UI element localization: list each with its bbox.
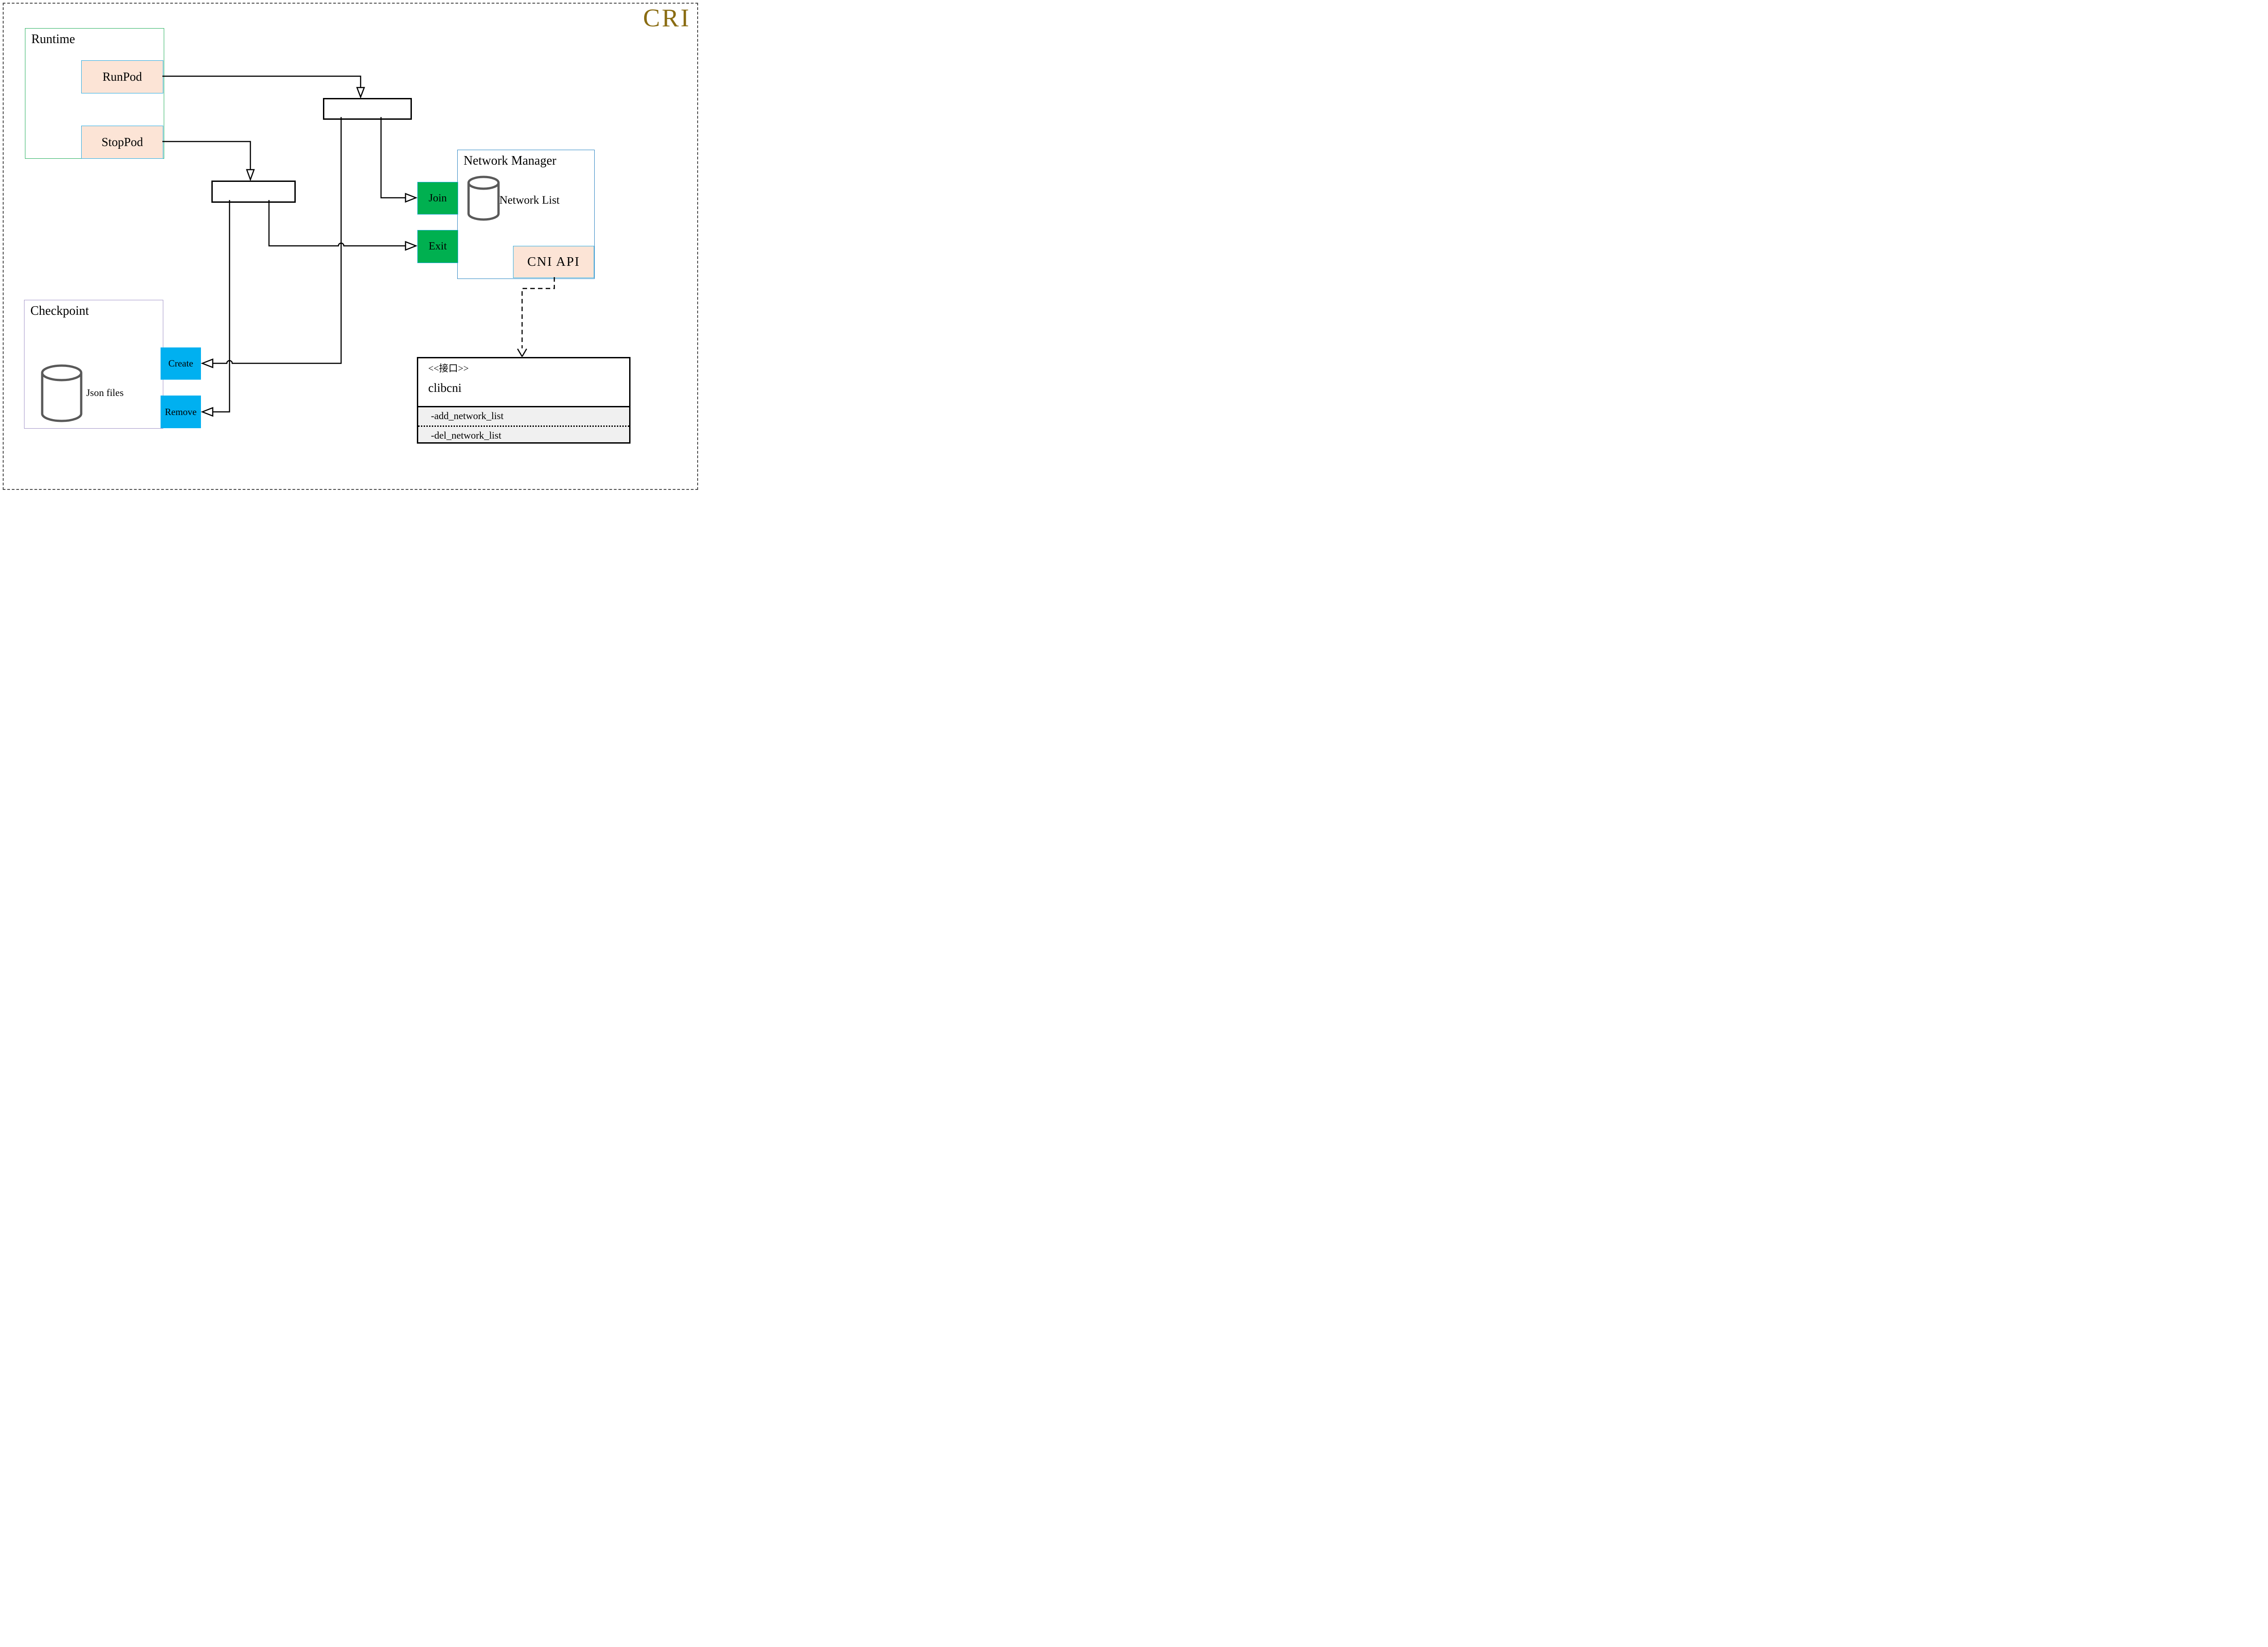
arrow-junction-to-create — [213, 117, 342, 364]
cni-api-label: CNI API — [527, 254, 580, 269]
arrowhead-exit — [405, 241, 418, 251]
runpod-junction-bar — [323, 98, 412, 120]
clibcni-name: clibcni — [428, 381, 462, 395]
clibcni-attributes-section: -add_network_list -del_network_list — [418, 406, 629, 442]
arrow-junction-to-exit — [268, 200, 406, 247]
arrowhead-create — [200, 358, 214, 368]
diagram-title: CRI — [643, 4, 691, 32]
network-manager-label: Network Manager — [464, 154, 557, 168]
arrowhead-stoppod-junction — [246, 169, 255, 181]
arrowhead-join — [405, 193, 418, 203]
arrow-junction-to-join — [380, 117, 406, 199]
stoppod-box: StopPod — [81, 126, 163, 159]
create-label: Create — [168, 358, 193, 369]
remove-label: Remove — [165, 406, 197, 417]
arrow-runpod-to-junction — [162, 75, 362, 88]
runpod-label: RunPod — [102, 70, 142, 83]
exit-label: Exit — [429, 240, 447, 252]
network-list-label: Network List — [499, 194, 560, 206]
arrowhead-runpod-junction — [356, 87, 365, 99]
clibcni-attr-add-network-list: -add_network_list — [431, 410, 504, 421]
dashed-arrow-cni-api-to-clibcni — [521, 277, 555, 348]
exit-box: Exit — [417, 230, 458, 263]
clibcni-header: <<接口>> clibcni — [418, 358, 629, 406]
join-label: Join — [428, 192, 447, 204]
stoppod-junction-bar — [211, 181, 296, 203]
json-files-database-icon — [41, 364, 83, 422]
clibcni-stereotype: <<接口>> — [428, 363, 469, 374]
runpod-box: RunPod — [81, 60, 163, 93]
create-box: Create — [161, 347, 201, 380]
arrow-junction-to-remove — [213, 200, 230, 413]
json-files-label: Json files — [86, 387, 124, 398]
network-list-database-icon — [467, 176, 500, 221]
clibcni-attr-del-network-list: -del_network_list — [418, 425, 629, 444]
clibcni-interface-box: <<接口>> clibcni -add_network_list -del_ne… — [417, 357, 631, 444]
runtime-label: Runtime — [31, 32, 75, 46]
cni-api-box: CNI API — [513, 246, 594, 278]
checkpoint-label: Checkpoint — [30, 304, 89, 318]
stoppod-label: StopPod — [101, 135, 143, 149]
cri-architecture-diagram: CRI Runtime RunPod StopPod Network Manag… — [0, 0, 701, 493]
arrowhead-remove — [200, 407, 214, 417]
arrow-stoppod-to-junction — [162, 141, 251, 169]
remove-box: Remove — [161, 396, 201, 428]
arrowhead-clibcni — [517, 348, 528, 357]
join-box: Join — [417, 182, 458, 215]
